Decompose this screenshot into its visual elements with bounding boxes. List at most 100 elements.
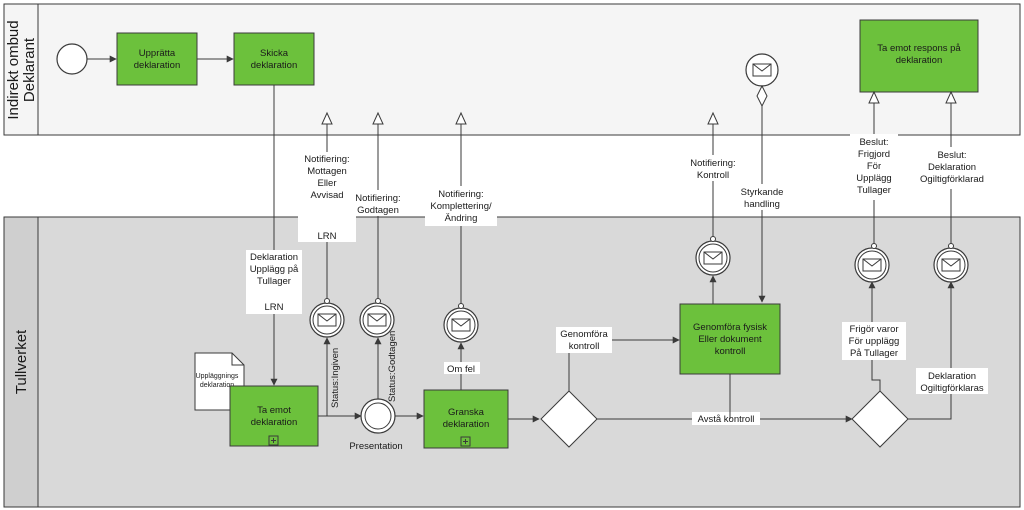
task-genomfora-line1: Genomföra fysisk: [693, 322, 767, 333]
label-ogiltig-2: Deklaration: [928, 162, 976, 173]
label-bg-frigor: [842, 322, 906, 360]
label-deklaration-upplagg-3: Tullager: [257, 276, 291, 287]
label-frigor-2: För upplägg: [849, 336, 900, 347]
task-granska-line2: deklaration: [443, 419, 489, 430]
label-frigor-1: Frigör varor: [849, 324, 898, 335]
label-godtagen-2: Godtagen: [357, 205, 399, 216]
task-genomfora-fysisk: Genomföra fysisk Eller dokument kontroll: [679, 303, 781, 375]
message-event-komplettering: [443, 307, 479, 343]
flow-gateway-to-ogiltig: [908, 281, 955, 420]
label-frigor-3: På Tullager: [850, 348, 898, 359]
msgflow-frigjord-head: [868, 90, 880, 104]
task-upprata: Upprätta deklaration: [116, 32, 198, 86]
label-status-ingiven: Status:Ingiven: [330, 348, 341, 408]
plus-box-icon: [460, 436, 471, 447]
label-bg-styrkande: [736, 184, 790, 210]
envelope-icon: [941, 258, 961, 272]
message-start-styrkande: [745, 53, 779, 87]
task-upprata-line1: Upprätta: [139, 48, 176, 59]
task-genomfora-line3: kontroll: [715, 346, 746, 357]
label-ogiltig-1: Beslut:: [937, 150, 966, 161]
label-bg-frigjord: [850, 134, 898, 200]
label-styrkande-1: Styrkande: [741, 187, 784, 198]
pool-tullverket: [3, 216, 1021, 508]
task-skicka: Skicka deklaration: [233, 32, 315, 86]
task-granska: Granska deklaration: [423, 389, 509, 449]
label-komplettering-3: Ändring: [445, 213, 478, 224]
label-mottagen-2: Mottagen: [307, 166, 347, 177]
label-frigjord-5: Tullager: [857, 185, 891, 196]
task-ta-emot-respons-line1: Ta emot respons på: [877, 43, 961, 54]
task-ta-emot-respons: Ta emot respons på deklaration: [859, 19, 979, 93]
label-bg-ogiltig: [914, 147, 990, 189]
label-kontroll-1: Notifiering:: [690, 158, 735, 169]
label-mottagen-6: LRN: [317, 231, 336, 242]
task-ta-emot-respons-line2: deklaration: [896, 55, 942, 66]
label-bg-kontroll: [684, 155, 742, 181]
label-ogiltigforklaras-1: Deklaration: [928, 371, 976, 382]
label-mottagen-1: Notifiering:: [304, 154, 349, 165]
task-skicka-line1: Skicka: [260, 48, 289, 59]
label-om-fel: Om fel: [447, 364, 475, 375]
start-event: [56, 43, 88, 75]
label-status-godtagen: Status:Godtagen: [387, 331, 398, 402]
task-ta-emot-deklaration: Ta emot deklaration: [229, 385, 319, 447]
label-bg-deklaration-upplagg: [246, 250, 302, 314]
task-genomfora-line2: Eller dokument: [698, 334, 762, 345]
label-frigjord-3: För: [867, 161, 881, 172]
pool-deklarant-label-2: Deklarant: [21, 37, 38, 102]
label-deklaration-upplagg-2: Upplägg på: [250, 264, 299, 275]
label-genomfora-kontroll-2: kontroll: [569, 341, 600, 352]
msgflow-kontroll-head: [707, 111, 719, 125]
label-bg-komplettering: [425, 186, 497, 226]
label-avsta-kontroll: Avstå kontroll: [698, 414, 755, 425]
label-bg-godtagen: [350, 190, 406, 216]
envelope-icon: [451, 318, 471, 332]
task-ta-emot-line2: deklaration: [251, 417, 297, 428]
label-bg-om-fel: [444, 362, 480, 374]
envelope-icon: [862, 258, 882, 272]
message-event-frigjord: [854, 247, 890, 283]
label-genomfora-kontroll-1: Genomföra: [560, 329, 608, 340]
label-ogiltigforklaras-2: Ogiltigförklaras: [920, 383, 984, 394]
msgflow-godtagen-head: [372, 111, 384, 125]
label-deklaration-upplagg-5: LRN: [264, 302, 283, 313]
pool-tullverket-label: Tullverket: [13, 329, 30, 394]
label-bg-mottagen: [298, 152, 356, 242]
label-frigjord-1: Beslut:: [859, 137, 888, 148]
pool-tullverket-header: [3, 216, 39, 508]
message-event-kontroll: [695, 240, 731, 276]
label-bg-avsta: [692, 412, 760, 425]
envelope-icon: [317, 313, 337, 327]
gateway-kontroll: [540, 390, 598, 448]
envelope-icon: [367, 313, 387, 327]
task-upprata-line2: deklaration: [134, 60, 180, 71]
envelope-icon: [703, 251, 723, 265]
label-bg-genomfora-kontroll: [556, 327, 612, 353]
message-event-ingiven: [309, 302, 345, 338]
label-mottagen-4: Avvisad: [310, 190, 343, 201]
gateway-beslut: [851, 390, 909, 448]
label-mottagen-3: Eller: [317, 178, 336, 189]
document-line1: Uppläggnings: [196, 373, 239, 380]
envelope-icon: [752, 63, 772, 77]
label-bg-ogiltigforklaras: [916, 368, 988, 394]
msgflow-ogiltig-head: [945, 90, 957, 104]
pool-deklarant-label-1: Indirekt ombud: [5, 20, 22, 119]
intermediate-event-presentation: [360, 398, 396, 434]
msgflow-komplettering-head: [455, 111, 467, 125]
msgflow-mottagen-head: [321, 111, 333, 125]
task-granska-line1: Granska: [448, 407, 485, 418]
label-kontroll-2: Kontroll: [697, 170, 729, 181]
document-line2: deklaration: [200, 382, 234, 389]
label-deklaration-upplagg-1: Deklaration: [250, 252, 298, 263]
label-frigjord-4: Upplägg: [856, 173, 891, 184]
message-event-godtagen: [359, 302, 395, 338]
label-frigjord-2: Frigjord: [858, 149, 890, 160]
message-event-ogiltig: [933, 247, 969, 283]
label-komplettering-2: Komplettering/: [430, 201, 492, 212]
task-skicka-line2: deklaration: [251, 60, 297, 71]
plus-box-icon: [268, 435, 279, 446]
